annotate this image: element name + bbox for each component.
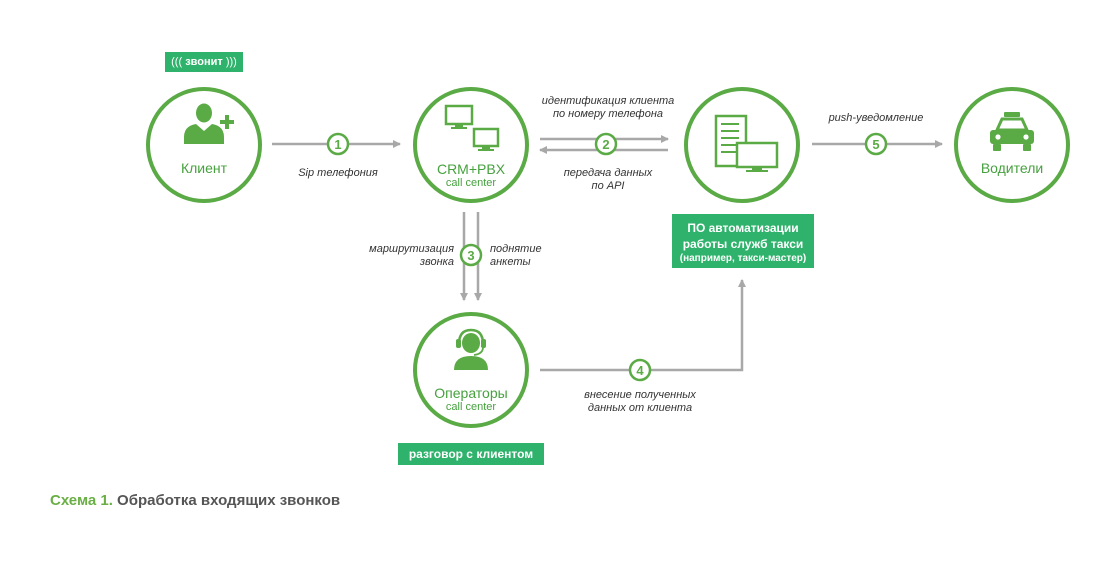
crm-subtitle: call center [445,177,497,189]
taxi-software-tag: ПО автоматизации работы служб такси (нап… [672,214,814,268]
crm-title: CRM+PBX [436,161,506,177]
step-4-line2: данных от клиента [587,402,693,414]
step-5-label: push-уведомление [828,112,924,124]
drivers-title: Водители [980,160,1044,176]
figure-caption: Схема 1. Обработка входящих звонков [50,492,340,509]
calling-tag-label: звонит [185,56,223,68]
taxi-car-icon [990,112,1034,151]
step-3-right-line1: поднятие [490,243,542,255]
monitors-icon [444,104,500,151]
caption-text: Обработка входящих звонков [117,492,341,509]
step-3-left-line1: маршрутизация [369,243,454,255]
calling-tag: ((( звонит ))) [165,52,243,72]
user-add-icon [184,103,234,144]
step-badge-2 [594,132,618,156]
taxi-software-line2: работы служб такси [682,237,804,251]
step-3-right-label: поднятие анкеты [490,243,570,269]
drivers-node [954,87,1070,203]
step-3-left-label: маршрутизация звонка [356,243,454,269]
operators-node-title: Операторы call center [421,385,521,413]
taxi-software-line3: (например, такси-мастер) [679,253,807,264]
crm-node-title: CRM+PBX call center [421,161,521,189]
step-2-top-label: идентификация клиента по номеру телефона [530,95,686,121]
client-node [146,87,262,203]
step-badge-3 [459,243,483,267]
operators-subtitle: call center [445,401,497,413]
step-4-label: внесение полученных данных от клиента [572,389,708,415]
step-number-5: 5 [872,137,879,152]
step-badges: 1 2 3 4 5 [326,132,888,382]
step-3-left-line2: звонка [419,256,454,268]
arrow-step-4 [540,279,746,372]
step-1-label: Sip телефония [298,167,378,179]
step-number-3: 3 [467,248,474,263]
conversation-tag: разговор с клиентом [398,443,544,465]
step-3-right-line2: анкеты [490,256,531,268]
client-title: Клиент [180,160,228,176]
operator-headset-icon [454,328,488,370]
signal-left-icon: ((( [171,56,186,68]
taxi-software-line1: ПО автоматизации [687,221,799,235]
server-monitor-icon [714,114,779,172]
step-badge-1 [326,132,350,156]
client-node-title: Клиент [154,160,254,176]
operators-title: Операторы [434,385,508,401]
step-number-4: 4 [636,363,644,378]
step-badge-5 [864,132,888,156]
step-number-2: 2 [602,137,609,152]
step-2-bottom-line2: по API [591,180,625,192]
step-2-top-line1: идентификация клиента [541,95,675,107]
signal-right-icon: ))) [222,56,237,68]
drivers-node-title: Водители [962,160,1062,176]
step-number-1: 1 [334,137,341,152]
step-badge-4 [628,358,652,382]
step-2-bottom-label: передача данных по API [548,167,668,193]
step-4-line1: внесение полученных [584,389,696,401]
step-2-top-line2: по номеру телефона [552,108,664,120]
conversation-tag-label: разговор с клиентом [408,447,534,461]
caption-number: Схема 1. [50,492,113,509]
crm-node [413,87,529,203]
step-2-bottom-line1: передача данных [563,167,653,179]
